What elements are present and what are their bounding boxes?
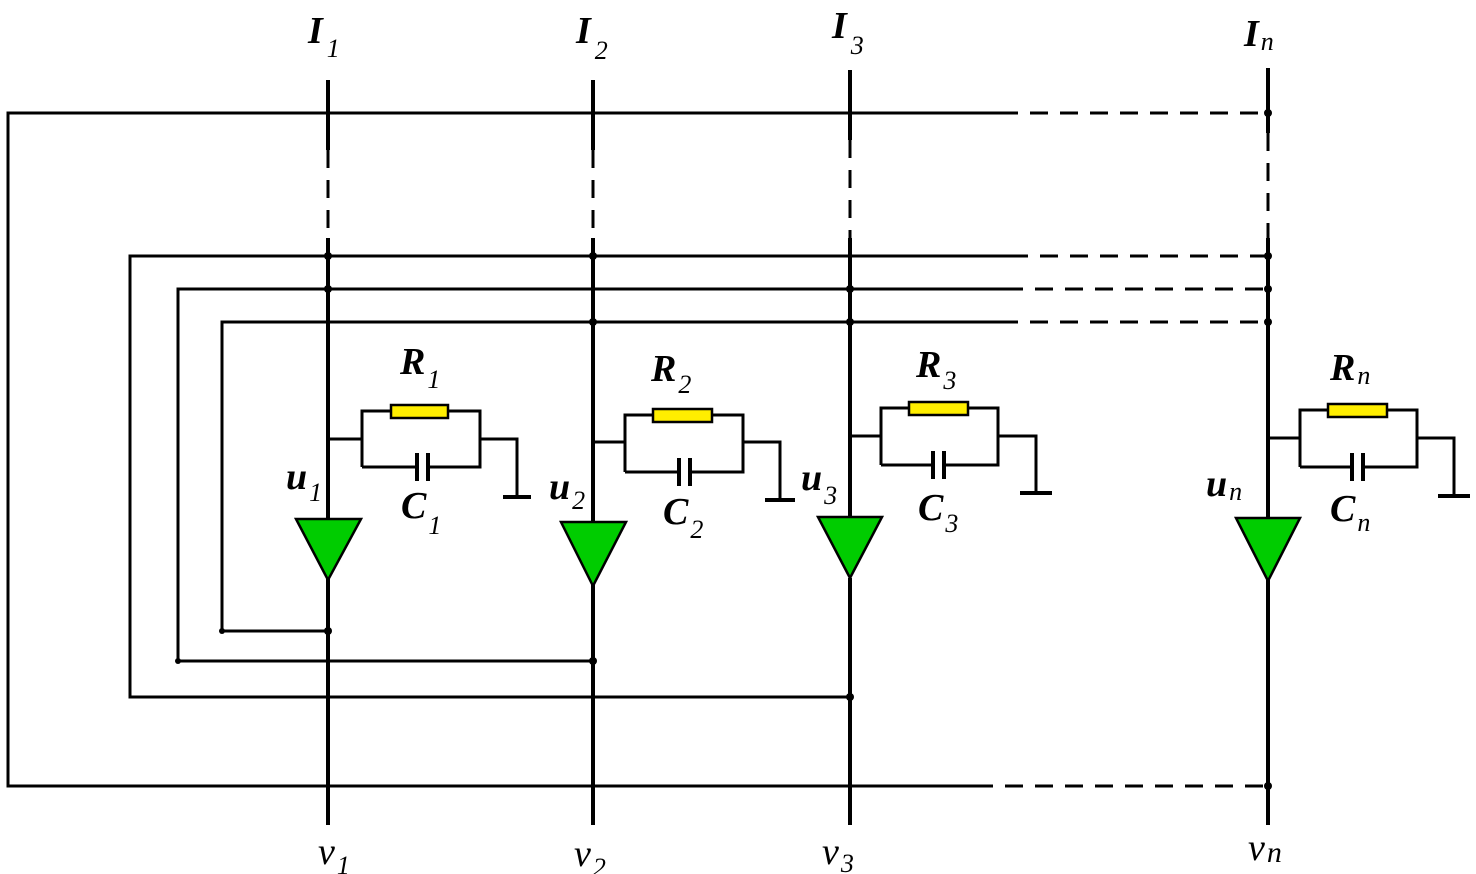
feedback-loop-outer bbox=[6, 111, 1268, 788]
resistor-labels: R1 R2 R3 Rn bbox=[399, 341, 1370, 399]
output-labels: v1 v2 v3 vn bbox=[318, 827, 1282, 874]
rc-network-2 bbox=[593, 407, 795, 502]
capacitor-label-n: Cn bbox=[1330, 488, 1370, 537]
state-label-n: un bbox=[1206, 463, 1242, 506]
capacitor-label-3: C3 bbox=[918, 487, 958, 538]
resistor-label-2: R2 bbox=[650, 348, 691, 399]
state-label-3: u3 bbox=[801, 457, 837, 510]
capacitor-labels: C1 C2 C3 Cn bbox=[401, 485, 1370, 544]
resistor-n bbox=[1326, 402, 1389, 419]
resistor-1 bbox=[389, 403, 450, 420]
state-label-2: u2 bbox=[549, 466, 585, 515]
resistor-3 bbox=[907, 400, 970, 417]
capacitor-label-2: C2 bbox=[663, 491, 703, 544]
rc-network-n bbox=[1268, 402, 1470, 498]
neuron-vertical-lines bbox=[326, 68, 1270, 825]
state-labels: u1 u2 u3 un bbox=[286, 456, 1242, 515]
junction-dots bbox=[175, 109, 1272, 790]
output-label-n: vn bbox=[1248, 827, 1282, 869]
amplifier-3 bbox=[815, 515, 885, 581]
amplifier-n bbox=[1233, 516, 1303, 584]
feedback-loop-v2 bbox=[176, 287, 1268, 663]
output-label-3: v3 bbox=[822, 831, 854, 874]
amplifier-2 bbox=[558, 520, 629, 589]
amplifiers bbox=[293, 515, 1303, 589]
feedback-loop-v1 bbox=[220, 320, 1268, 633]
resistor-label-1: R1 bbox=[399, 341, 440, 394]
output-label-1: v1 bbox=[318, 831, 350, 874]
output-label-2: v2 bbox=[574, 833, 606, 874]
resistor-label-3: R3 bbox=[915, 344, 956, 395]
amplifier-1 bbox=[293, 517, 364, 583]
capacitor-label-1: C1 bbox=[401, 485, 441, 540]
resistor-2 bbox=[651, 407, 714, 424]
feedback-loop-v3 bbox=[128, 254, 1268, 699]
resistor-label-n: Rn bbox=[1329, 347, 1370, 390]
rc-network-3 bbox=[850, 400, 1052, 495]
input-label-n: In bbox=[1243, 13, 1274, 56]
rc-network-1 bbox=[328, 403, 531, 499]
state-label-1: u1 bbox=[286, 456, 322, 507]
